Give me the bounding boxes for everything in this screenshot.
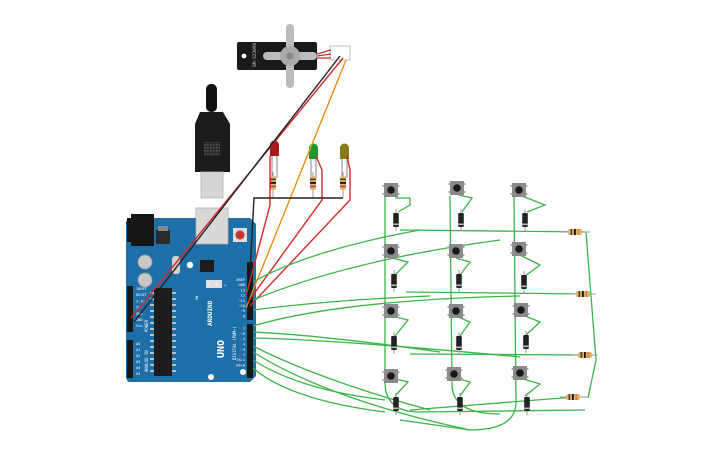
board-brand: ARDUINO [207,300,214,326]
digital-header-top[interactable] [247,262,253,320]
servo-model-label: SM-S2309S [252,42,258,67]
diode-9[interactable] [523,331,529,353]
row-resistor-1[interactable] [560,229,590,235]
diode-11[interactable] [457,393,463,415]
pin-label: ~11 [239,299,246,303]
push-button-5[interactable] [447,244,465,258]
diode-6[interactable] [521,271,527,293]
diode-8[interactable] [456,332,462,354]
keypad-wires [252,194,597,431]
pin-label: 3.3V [136,299,145,303]
pin-label: RX◂0 [236,363,245,367]
digital-header-bottom[interactable] [247,324,253,378]
pin-label: 12 [241,294,245,298]
push-button-10[interactable] [382,369,400,383]
pin-label: RESET [136,293,148,297]
analog-header[interactable] [127,340,133,378]
diode-7[interactable] [391,332,397,354]
diode-1[interactable] [393,209,399,231]
l-led-label: L [223,284,227,286]
servo-connector[interactable] [329,45,351,61]
resistor-led-3[interactable] [340,172,346,198]
diode-5[interactable] [456,270,462,292]
digital-header-label: DIGITAL (PWM~) [232,326,237,360]
power-wires [130,55,351,323]
pin-label: 13 [241,288,245,292]
pin-label: A1 [136,348,140,352]
keypad-diodes [391,209,530,415]
pin-label: ~6 [241,332,245,336]
resistor-led-1[interactable] [270,172,276,198]
rx-led-label: RX [215,281,219,286]
pin-label: Vin [136,324,143,328]
push-button-1[interactable] [382,183,400,197]
pin-label: IOREF [136,287,147,291]
wire-red-led2 [247,155,323,303]
push-button-7[interactable] [382,304,400,318]
diode-2[interactable] [458,209,464,231]
push-button-2[interactable] [448,181,466,195]
pin-label: 8 [243,314,245,318]
push-button-11[interactable] [445,367,463,381]
wire-black-gnd [249,197,343,273]
pin-label: 2 [243,353,245,357]
push-button-6[interactable] [510,242,528,256]
push-button-9[interactable] [512,303,530,317]
push-button-12[interactable] [511,366,529,380]
pin-label: A3 [136,360,140,364]
pin-label: AREF [236,278,245,282]
analog-header-label: ANALOG IN [144,350,149,372]
board-model: UNO [216,340,227,358]
pin-label: A5 [136,372,140,376]
row-resistor-4[interactable] [560,394,588,400]
keypad-buttons [382,181,530,383]
diode-4[interactable] [391,270,397,292]
pin-label: A2 [136,354,140,358]
diode-3[interactable] [522,209,528,231]
power-header[interactable] [127,286,133,332]
usb-cable [195,84,230,199]
wire-orange-servo [245,59,347,309]
on-led-label: ON [195,296,199,300]
pin-label: A0 [136,342,140,346]
push-button-4[interactable] [382,244,400,258]
pin-label: A4 [136,366,140,370]
diode-10[interactable] [393,393,399,415]
pin-label: TX▸1 [236,358,245,362]
arduino-uno-board[interactable]: ARDUINO UNO DIGITAL (PWM~) POWER ANALOG … [126,207,256,382]
row-resistor-2[interactable] [570,291,596,297]
tx-led-label: TX [207,281,211,286]
push-button-3[interactable] [510,183,528,197]
pin-label: ~5 [241,337,245,341]
resistor-led-2[interactable] [310,172,316,198]
pin-label: ~3 [241,348,245,352]
servo-horn [263,24,317,88]
usb-port[interactable] [195,207,229,245]
diode-12[interactable] [524,393,530,415]
row-resistor-3[interactable] [572,352,598,358]
pin-label: GND [239,283,246,287]
pin-label: 7 [243,327,245,331]
pin-label: ~9 [241,309,245,313]
atmega-chip [154,288,172,376]
led-yellow[interactable] [340,143,349,179]
push-button-8[interactable] [447,304,465,318]
servo-motor: SM-S2309S [237,24,351,88]
pin-label: ~10 [239,304,246,308]
pin-label: 4 [243,343,245,347]
wire-red-led3 [249,155,351,307]
power-header-label: POWER [144,319,149,332]
wire-black-servo [133,55,341,323]
pin-label: GND [136,318,143,322]
power-jack[interactable] [131,214,154,246]
wire-red-led1 [245,156,271,297]
pin-label: GND [136,312,143,316]
